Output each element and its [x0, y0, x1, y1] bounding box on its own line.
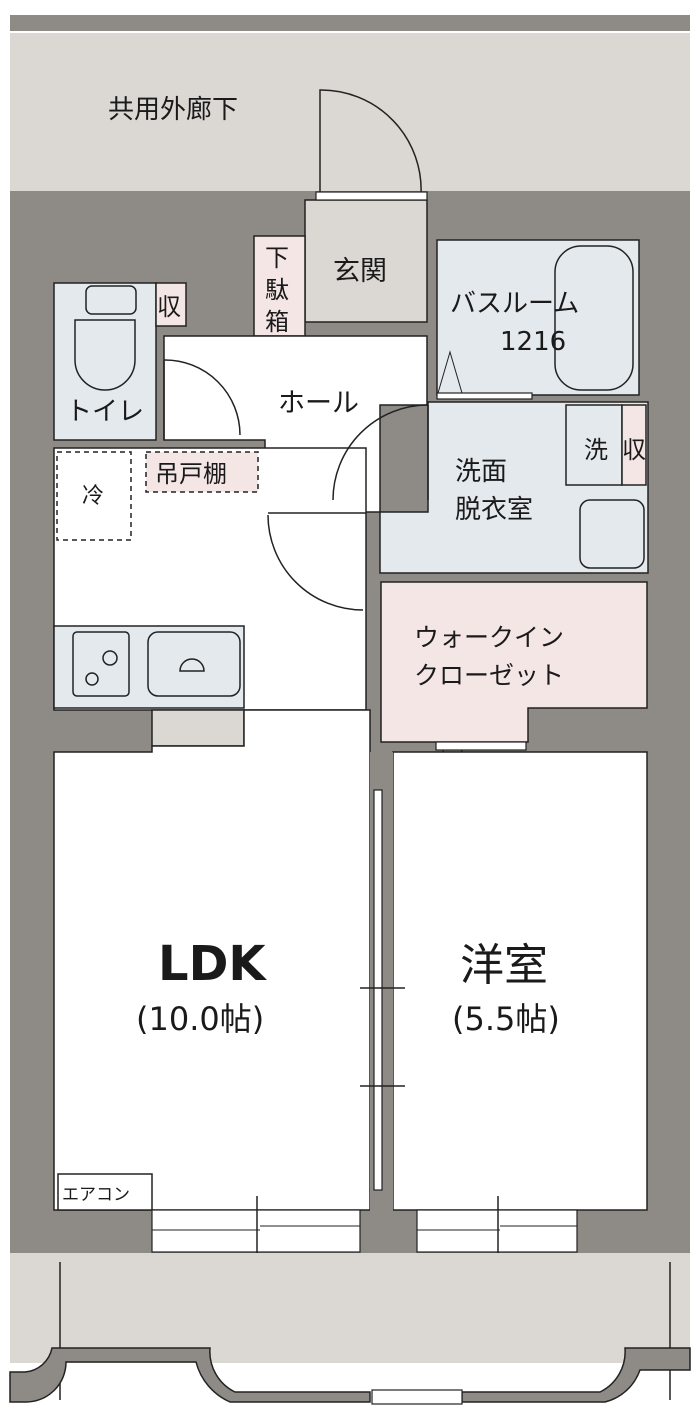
- sliding-door[interactable]: [373, 789, 383, 1191]
- hall-label: ホール: [278, 388, 359, 419]
- toilet-room: [53, 282, 157, 441]
- washroom: [379, 401, 649, 574]
- faucet-icon: [179, 658, 205, 672]
- bath-door-icon: [437, 350, 463, 394]
- washroom-label-1: 洗面: [455, 457, 507, 487]
- balcony-parapet: [9, 1347, 371, 1403]
- aircon-label: エアコン: [62, 1185, 130, 1205]
- bathroom: [436, 239, 640, 396]
- toilet-bowl-icon: [74, 319, 136, 391]
- burner-icon: [85, 672, 99, 686]
- shoe-box-char-1: 下: [265, 244, 289, 272]
- bathroom-size: 1216: [500, 327, 566, 357]
- walk-in-closet: [380, 581, 648, 743]
- western-room: [392, 751, 648, 1211]
- bathroom-label: バスルーム: [450, 289, 579, 319]
- shoe-box-char-2: 駄: [265, 276, 289, 304]
- wic-label-1: ウォークイン: [414, 623, 564, 652]
- ldk-size: (10.0帖): [136, 1000, 264, 1038]
- western-room-size: (5.5帖): [452, 1000, 560, 1038]
- toilet-storage-label: 収: [157, 293, 181, 321]
- shoe-box: [253, 235, 306, 337]
- entrance-door-swing: [319, 89, 422, 196]
- entrance-door[interactable]: [315, 191, 428, 201]
- toilet-storage: [155, 282, 187, 327]
- common-corridor: [10, 33, 690, 191]
- aircon-box: [57, 1173, 153, 1211]
- washer-label: 洗: [584, 436, 608, 464]
- wash-storage-label: 収: [622, 436, 646, 464]
- balcony-parapet: [461, 1347, 691, 1403]
- fridge-label: 冷: [82, 484, 104, 509]
- counter-edge: [151, 709, 245, 747]
- ldk-name: LDK: [158, 936, 267, 992]
- bathroom-door[interactable]: [436, 392, 533, 400]
- entrance-floor: [304, 199, 428, 323]
- hanging-cabinet: [146, 452, 258, 492]
- hanging-cabinet-outline: [145, 451, 259, 493]
- washroom-door-swing: [332, 404, 429, 501]
- ldk-door-swing: [267, 514, 364, 611]
- western-window[interactable]: [416, 1209, 578, 1253]
- washbasin-icon: [579, 499, 645, 569]
- wic-label-2: クローゼット: [414, 661, 564, 690]
- balcony-drain: [371, 1389, 463, 1405]
- stove-icon: [72, 631, 130, 697]
- corridor-label: 共用外廊下: [108, 95, 238, 125]
- washroom-label-2: 脱衣室: [455, 495, 533, 525]
- shoe-box-char-3: 箱: [265, 308, 289, 336]
- toilet-tank-icon: [85, 285, 137, 315]
- bathtub-icon: [554, 245, 634, 391]
- balcony: [10, 1253, 690, 1363]
- wash-storage: [621, 404, 647, 486]
- entrance-label: 玄関: [333, 256, 387, 287]
- toilet-label: トイレ: [66, 397, 144, 427]
- closet-door[interactable]: [435, 741, 527, 751]
- hanging-cabinet-label: 吊戸棚: [155, 460, 227, 488]
- top-railing: [10, 15, 690, 31]
- ldk-window[interactable]: [151, 1209, 361, 1253]
- toilet-door-swing: [163, 359, 241, 436]
- sink-icon: [147, 631, 241, 697]
- burner-icon: [102, 650, 118, 666]
- western-room-name: 洋室: [460, 940, 548, 991]
- fridge-space: [56, 451, 132, 541]
